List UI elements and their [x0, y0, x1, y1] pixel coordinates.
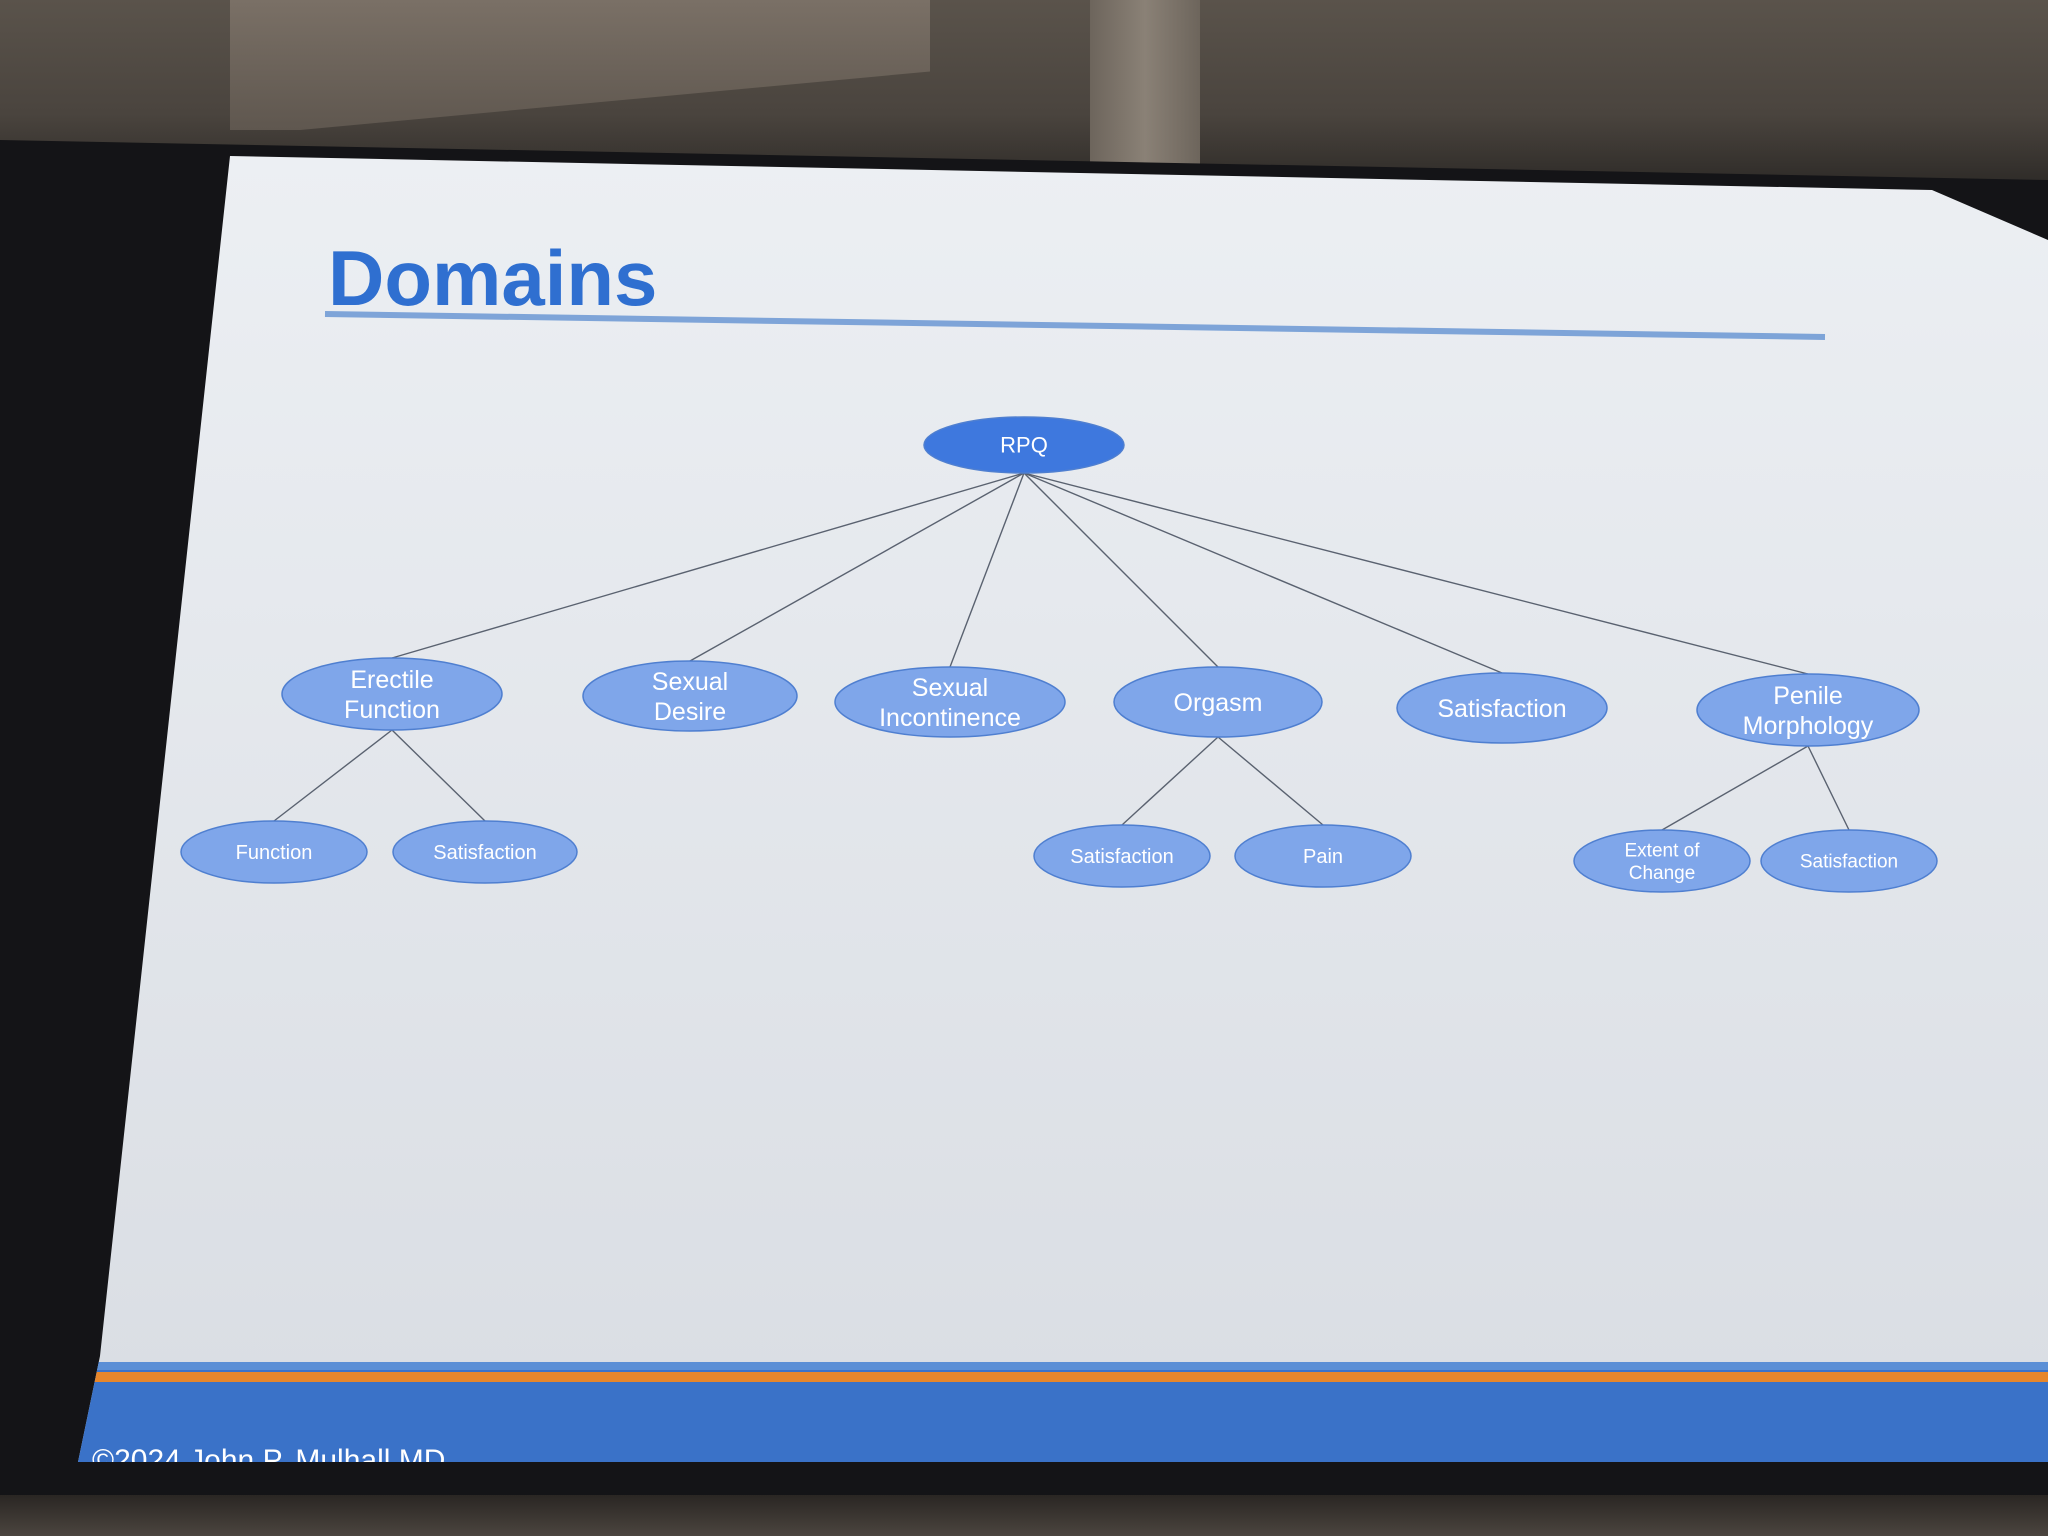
connector-orgasm-orgasm-pain	[1217, 736, 1324, 826]
node-sexual-desire-label: Sexual	[652, 668, 728, 696]
connector-rpq-sexual-desire	[689, 472, 1025, 662]
node-orgasm-pain-label: Pain	[1303, 846, 1343, 868]
node-pm-satisfaction-shape	[1760, 829, 1938, 893]
node-pm-satisfaction-label: Satisfaction	[1800, 852, 1898, 873]
node-ef-satisfaction-label: Satisfaction	[433, 842, 536, 864]
slide-title: Domains	[328, 234, 657, 322]
node-erectile-function-label: Function	[344, 696, 440, 724]
node-sexual-incontinence-label: Sexual	[912, 674, 988, 702]
node-satisfaction-label: Satisfaction	[1437, 695, 1566, 723]
node-penile-morphology-label: Penile	[1773, 682, 1843, 710]
monitor-stand-area	[0, 1495, 2048, 1536]
slide-surface	[78, 156, 2048, 1462]
node-pm-extent-of-change-label: Change	[1629, 863, 1696, 884]
footer-orange-stripe	[78, 1372, 2048, 1382]
connector-erectile-function-ef-function	[273, 729, 393, 822]
node-sexual-desire-label: Desire	[654, 698, 726, 726]
node-pm-extent-of-change-shape	[1573, 829, 1751, 893]
connector-rpq-erectile-function	[391, 472, 1025, 659]
node-ef-function: Function	[180, 820, 368, 884]
node-penile-morphology-shape	[1696, 673, 1920, 747]
node-pm-extent-of-change-label: Extent of	[1625, 840, 1701, 861]
node-ef-satisfaction-shape	[392, 820, 578, 884]
diagram-connectors	[273, 472, 1850, 831]
node-sexual-desire-shape	[582, 660, 798, 732]
node-penile-morphology-label: Morphology	[1743, 712, 1874, 740]
footer-top-stripe	[78, 1362, 2048, 1370]
connector-rpq-satisfaction	[1023, 472, 1503, 674]
node-satisfaction-shape	[1396, 672, 1608, 744]
node-sexual-incontinence-label: Incontinence	[879, 704, 1021, 732]
node-ef-function-shape	[180, 820, 368, 884]
title-underline	[324, 311, 1826, 340]
node-erectile-function-label: Erectile	[350, 666, 433, 694]
node-orgasm-shape	[1113, 666, 1323, 738]
node-orgasm-pain-shape	[1234, 824, 1412, 888]
room-column	[1090, 0, 1200, 170]
node-orgasm-pain: Pain	[1234, 824, 1412, 888]
connector-erectile-function-ef-satisfaction	[391, 729, 486, 822]
node-orgasm-satisfaction-shape	[1033, 824, 1211, 888]
connector-penile-morphology-pm-extent-of-change	[1661, 745, 1809, 831]
node-rpq-shape	[923, 416, 1125, 474]
node-rpq: RPQ	[923, 416, 1125, 474]
connector-rpq-orgasm	[1023, 472, 1219, 668]
node-orgasm-satisfaction: Satisfaction	[1033, 824, 1211, 888]
connector-orgasm-orgasm-satisfaction	[1121, 736, 1219, 826]
node-ef-function-label: Function	[236, 842, 313, 864]
node-erectile-function-shape	[281, 657, 503, 731]
node-satisfaction: Satisfaction	[1396, 672, 1608, 744]
node-orgasm-satisfaction-label: Satisfaction	[1070, 846, 1173, 868]
node-ef-satisfaction: Satisfaction	[392, 820, 578, 884]
connector-rpq-sexual-incontinence	[949, 472, 1025, 668]
connector-penile-morphology-pm-satisfaction	[1807, 745, 1850, 831]
node-rpq-label: RPQ	[1000, 433, 1048, 458]
slide-footer: ©2024 John P. Mulhall MD	[78, 1362, 2048, 1477]
node-sexual-incontinence-shape	[834, 666, 1066, 738]
node-pm-satisfaction: Satisfaction	[1760, 829, 1938, 893]
footer-copyright: ©2024 John P. Mulhall MD	[92, 1444, 445, 1477]
connector-rpq-penile-morphology	[1023, 472, 1809, 675]
node-orgasm: Orgasm	[1113, 666, 1323, 738]
node-orgasm-label: Orgasm	[1174, 689, 1263, 717]
